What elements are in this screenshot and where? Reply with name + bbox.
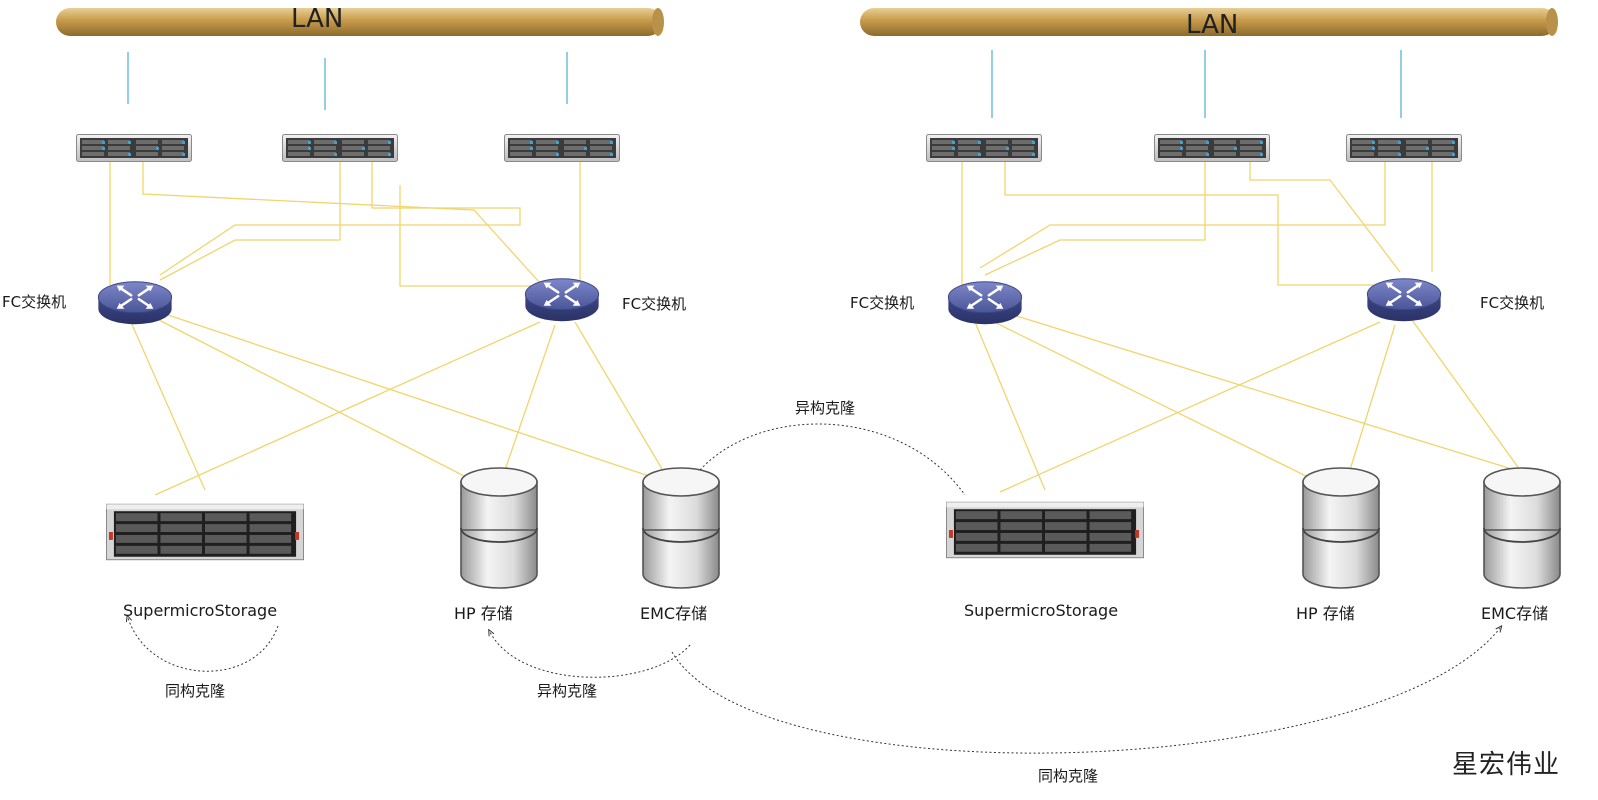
hp-storage-disk-icon	[460, 467, 538, 589]
homogeneous-clone-arrow-left	[128, 618, 279, 672]
homogeneous-clone-label: 同构克隆	[1038, 767, 1099, 785]
fc-switch-icon	[524, 277, 600, 323]
hp-storage-label: HP 存储	[454, 604, 513, 623]
emc-storage-disk-icon	[1483, 467, 1561, 589]
emc-storage-disk-icon	[642, 467, 720, 589]
homogeneous-clone-label: 同构克隆	[165, 682, 226, 700]
clone-arrows	[128, 423, 1500, 754]
server-icon	[282, 134, 398, 162]
server-icon	[76, 134, 192, 162]
fc-switch-label: FC交换机	[622, 295, 687, 313]
homogeneous-clone-arrow-cross	[671, 628, 1500, 754]
supermicro-storage-label: SupermicroStorage	[123, 601, 278, 620]
fc-switch-label: FC交换机	[1480, 294, 1545, 312]
fiber-links-right	[961, 160, 1521, 493]
server-icon	[1154, 134, 1270, 162]
network-right	[860, 8, 1561, 589]
server-icon	[504, 134, 620, 162]
supermicro-storage-label: SupermicroStorage	[964, 601, 1119, 620]
lan-bar-right	[860, 8, 1558, 36]
lan-drops-right	[991, 50, 1402, 118]
hp-storage-label: HP 存储	[1296, 604, 1355, 623]
emc-storage-label: EMC存储	[640, 604, 708, 623]
lan-label-right: LAN	[1186, 10, 1239, 40]
supermicro-storage-icon	[946, 501, 1144, 559]
server-icon	[1346, 134, 1462, 162]
heterogeneous-clone-label: 异构克隆	[537, 682, 598, 700]
heterogeneous-clone-arrow-left	[490, 632, 691, 678]
fc-switch-icon	[97, 280, 173, 326]
lan-bar-left	[56, 8, 664, 36]
heterogeneous-clone-label: 异构克隆	[795, 399, 856, 417]
emc-storage-label: EMC存储	[1481, 604, 1549, 623]
fc-switch-label: FC交换机	[850, 294, 915, 312]
hp-storage-disk-icon	[1302, 467, 1380, 589]
server-icon	[926, 134, 1042, 162]
brand-watermark: 星宏伟业	[1452, 750, 1561, 780]
fc-switch-label: FC交换机	[2, 293, 67, 311]
lan-drops-left	[127, 52, 568, 110]
supermicro-storage-icon	[106, 503, 304, 561]
fc-switch-icon	[1366, 277, 1442, 323]
fc-switch-icon	[947, 280, 1023, 326]
heterogeneous-clone-arrow-cross	[699, 423, 966, 496]
network-left	[56, 8, 720, 589]
lan-label-left: LAN	[291, 4, 344, 34]
fiber-links-left	[109, 160, 666, 496]
